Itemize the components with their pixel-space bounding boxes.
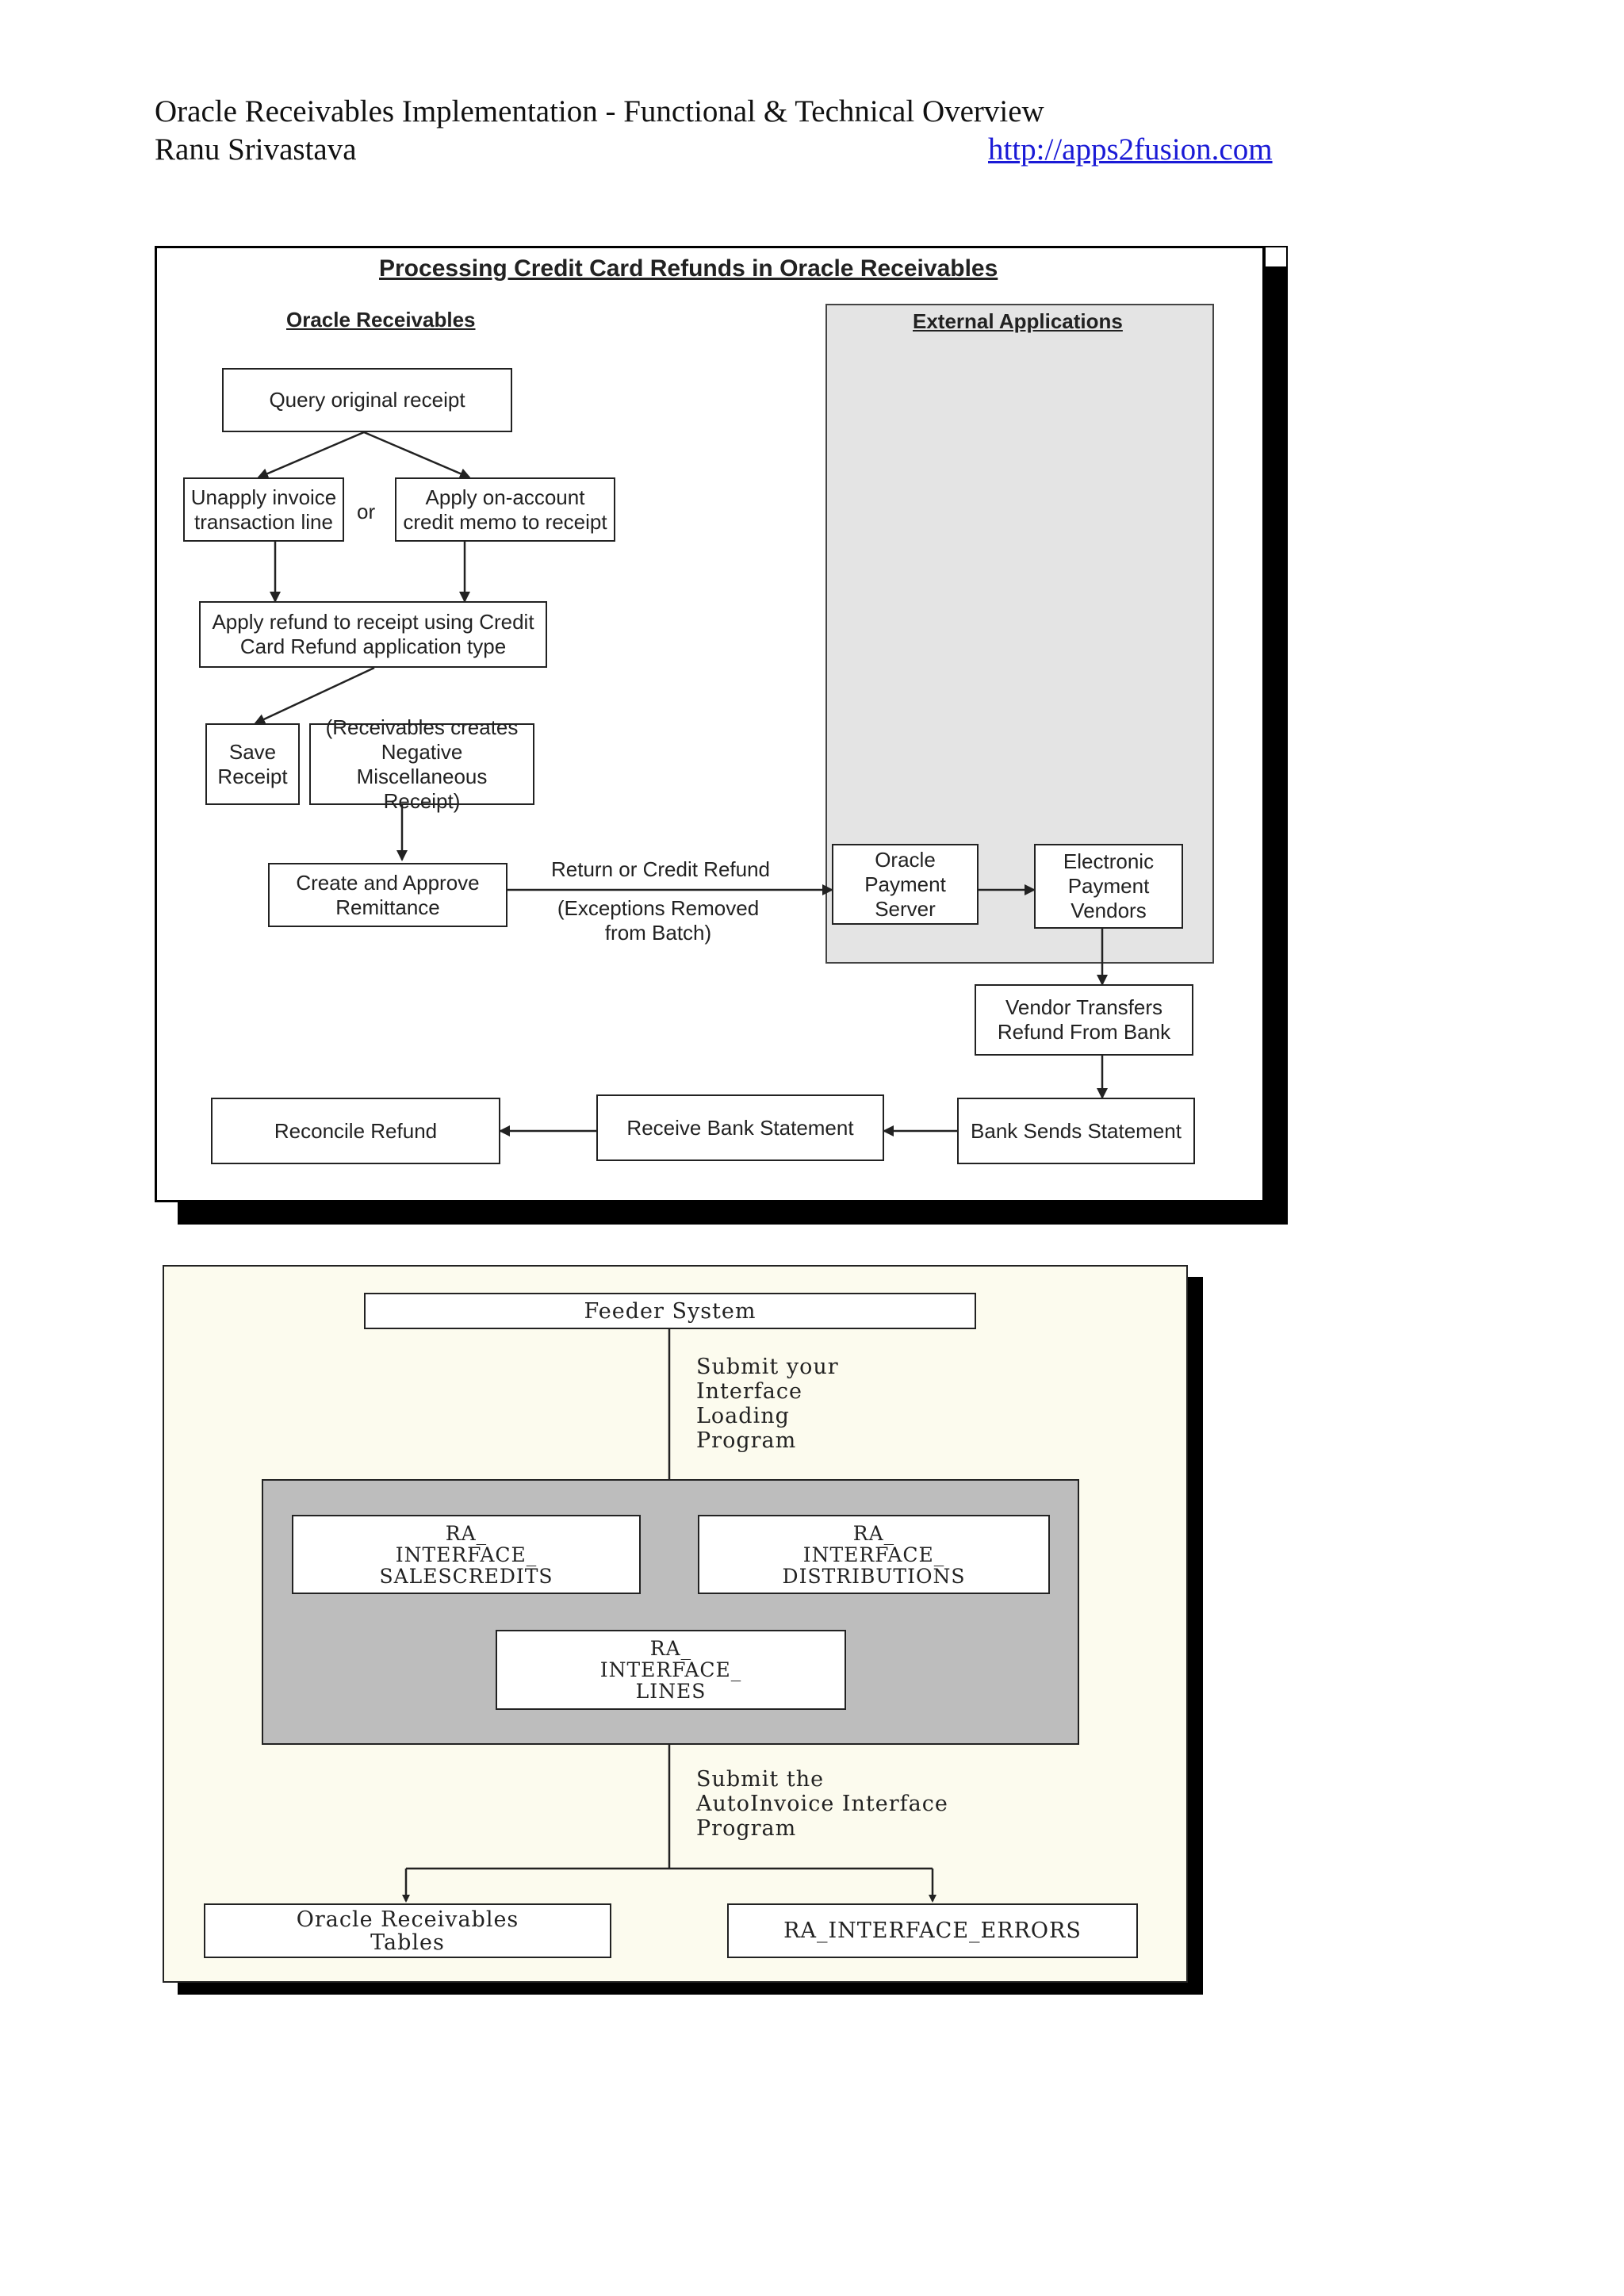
external-applications-heading: External Applications — [913, 309, 1123, 333]
oracle-payment-server-box: Oracle Payment Server — [832, 844, 979, 925]
return-credit-refund-label: Return or Credit Refund — [551, 857, 771, 881]
submit2-line: Submit the — [696, 1767, 825, 1792]
table-name-line: INTERFACE_ — [802, 1543, 945, 1566]
document-title: Oracle Receivables Implementation - Func… — [155, 94, 1044, 128]
submit1-line: Interface — [696, 1379, 802, 1404]
oracle-receivables-heading: Oracle Receivables — [286, 308, 476, 332]
diagram1-title: Processing Credit Card Refunds in Oracle… — [379, 255, 998, 282]
submit1-line: Program — [696, 1428, 797, 1453]
table-name-line: LINES — [635, 1680, 707, 1703]
table-name-line: RA_ — [445, 1521, 488, 1545]
query-original-receipt-box: Query original receipt — [222, 368, 512, 432]
submit-autoinvoice-label: Submit the AutoInvoice Interface Program — [696, 1767, 948, 1841]
author-name: Ranu Srivastava — [155, 132, 357, 167]
vendor-transfers-refund-box: Vendor Transfers Refund From Bank — [975, 984, 1193, 1056]
submit2-line: Program — [696, 1816, 797, 1841]
or-label: or — [357, 500, 376, 523]
bank-sends-statement-box: Bank Sends Statement — [957, 1098, 1195, 1164]
ra-interface-distributions-box: RA_ INTERFACE_ DISTRIBUTIONS — [698, 1515, 1050, 1594]
table-name-line: RA_ — [852, 1521, 895, 1545]
ar-tables-line: Oracle Receivables — [296, 1907, 519, 1932]
feeder-system-box: Feeder System — [364, 1293, 976, 1329]
table-name-line: INTERFACE_ — [395, 1543, 538, 1566]
website-link[interactable]: http://apps2fusion.com — [988, 132, 1273, 167]
create-approve-remittance-box: Create and Approve Remittance — [268, 863, 508, 927]
table-name-line: INTERFACE_ — [599, 1658, 742, 1681]
apply-refund-box: Apply refund to receipt using Credit Car… — [199, 601, 547, 668]
submit1-line: Loading — [696, 1404, 790, 1428]
exceptions-removed-label: (Exceptions Removed from Batch) — [557, 896, 760, 945]
oracle-receivables-tables-box: Oracle Receivables Tables — [204, 1903, 611, 1958]
ra-interface-salescredits-box: RA_ INTERFACE_ SALESCREDITS — [292, 1515, 641, 1594]
ra-interface-errors-box: RA_INTERFACE_ERRORS — [727, 1903, 1138, 1958]
submit2-line: AutoInvoice Interface — [696, 1792, 948, 1816]
corner-tab — [1264, 246, 1288, 268]
submit-interface-loading-label: Submit your Interface Loading Program — [696, 1355, 839, 1453]
table-name-line: RA_ — [649, 1637, 692, 1660]
save-receipt-box: Save Receipt — [205, 723, 300, 805]
unapply-invoice-box: Unapply invoice transaction line — [183, 477, 344, 542]
ra-interface-lines-box: RA_ INTERFACE_ LINES — [496, 1630, 846, 1710]
apply-onaccount-credit-memo-box: Apply on-account credit memo to receipt — [395, 477, 615, 542]
electronic-payment-vendors-box: Electronic Payment Vendors — [1034, 844, 1183, 929]
ar-tables-line: Tables — [370, 1930, 445, 1955]
reconcile-refund-box: Reconcile Refund — [211, 1098, 500, 1164]
receive-bank-statement-box: Receive Bank Statement — [596, 1094, 884, 1161]
submit1-line: Submit your — [696, 1355, 839, 1379]
table-name-line: DISTRIBUTIONS — [782, 1564, 966, 1588]
table-name-line: SALESCREDITS — [379, 1564, 553, 1588]
